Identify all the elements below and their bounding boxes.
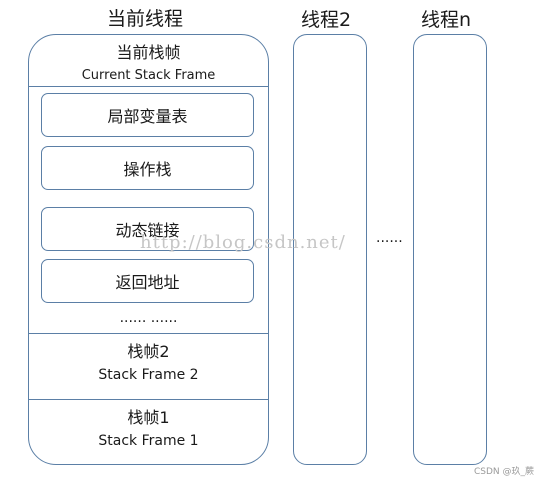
local-variable-table-box: 局部变量表 (41, 93, 254, 137)
frame-divider-top (29, 333, 268, 334)
current-stack-frame-label-zh: 当前栈帧 (116, 43, 181, 62)
current-thread-title: 当前线程 (107, 8, 184, 30)
current-thread-stack: 当前栈帧 Current Stack Frame 局部变量表 操作栈 动态链接 … (28, 34, 269, 465)
frame-divider-bottom (29, 399, 268, 400)
thread-n-stack (413, 34, 487, 465)
thread-2-stack (293, 34, 367, 465)
current-stack-frame-header: 当前栈帧 Current Stack Frame (29, 35, 268, 86)
url-watermark: http://blog.csdn.net/ (140, 232, 346, 253)
stack-frame-2-label-zh: 栈帧2 (127, 342, 170, 361)
csdn-corner-watermark: CSDN @玖_蕨 (473, 467, 534, 477)
thread-2-title: 线程2 (301, 9, 352, 31)
stack-frame-2-label-en: Stack Frame 2 (98, 367, 199, 383)
operand-stack-box: 操作栈 (41, 146, 254, 190)
thread-n-title: 线程n (421, 9, 472, 31)
return-address-box: 返回地址 (41, 259, 254, 303)
between-threads-ellipsis: ...... (376, 230, 403, 246)
header-divider (29, 86, 268, 87)
current-stack-frame-label-en: Current Stack Frame (81, 68, 216, 83)
dynamic-linking-box: 动态链接 (41, 207, 254, 251)
stack-frame-1: 栈帧1 Stack Frame 1 (29, 399, 268, 461)
frame-items-ellipsis: ...... ...... (119, 310, 178, 326)
stack-frame-1-label-en: Stack Frame 1 (98, 433, 199, 449)
stack-frame-1-label-zh: 栈帧1 (127, 408, 170, 427)
stack-frame-2: 栈帧2 Stack Frame 2 (29, 333, 268, 395)
